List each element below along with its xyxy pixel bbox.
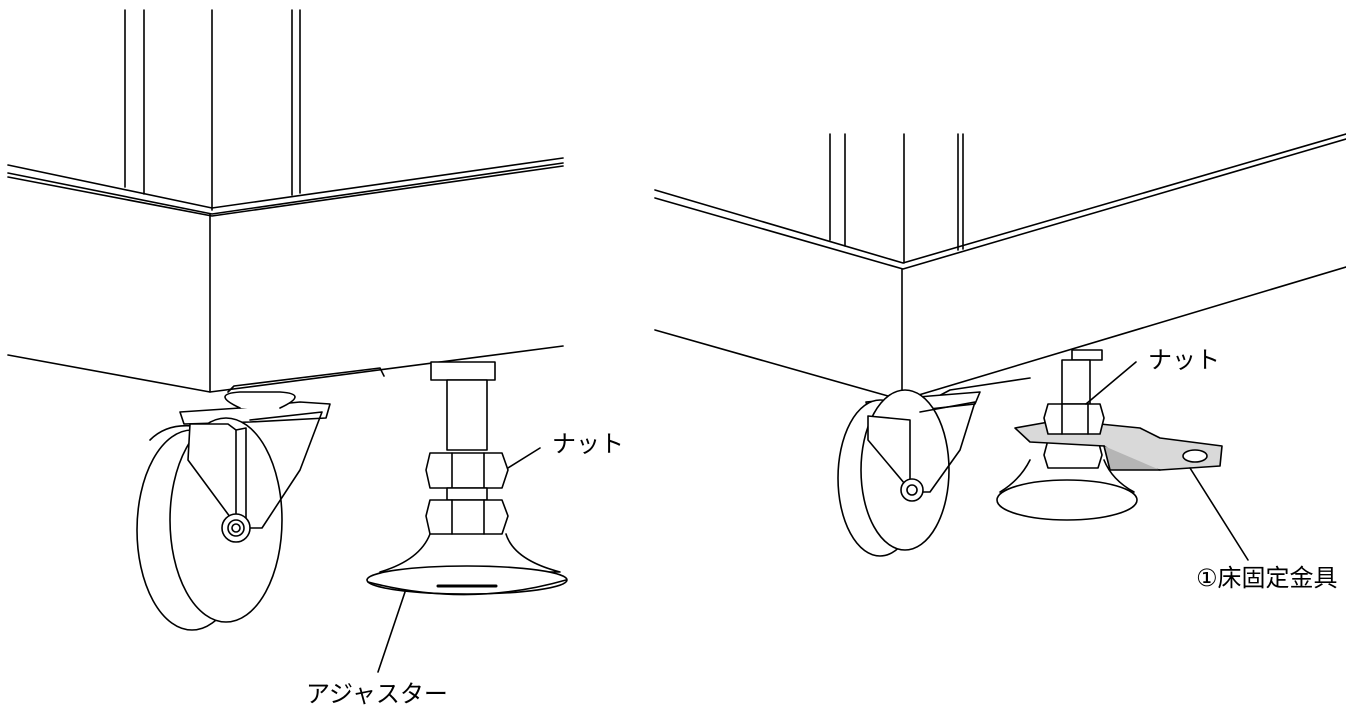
left-nut-leader (507, 447, 541, 469)
right-caster (837, 389, 981, 557)
right-nut-leader (1085, 361, 1137, 405)
left-caster (136, 391, 331, 631)
floor-bracket-label: ①床固定金具 (1196, 564, 1338, 592)
left-adjuster (366, 379, 568, 596)
right-nut-label: ナット (1148, 346, 1220, 374)
right-bracket-leader (1189, 467, 1249, 561)
left-adjuster-leader (377, 591, 406, 673)
right-adjuster-with-bracket (996, 359, 1223, 521)
left-nut-label: ナット (552, 430, 624, 458)
left-cabinet (7, 9, 564, 393)
adjuster-label: アジャスター (306, 680, 448, 708)
right-cabinet (654, 133, 1346, 401)
